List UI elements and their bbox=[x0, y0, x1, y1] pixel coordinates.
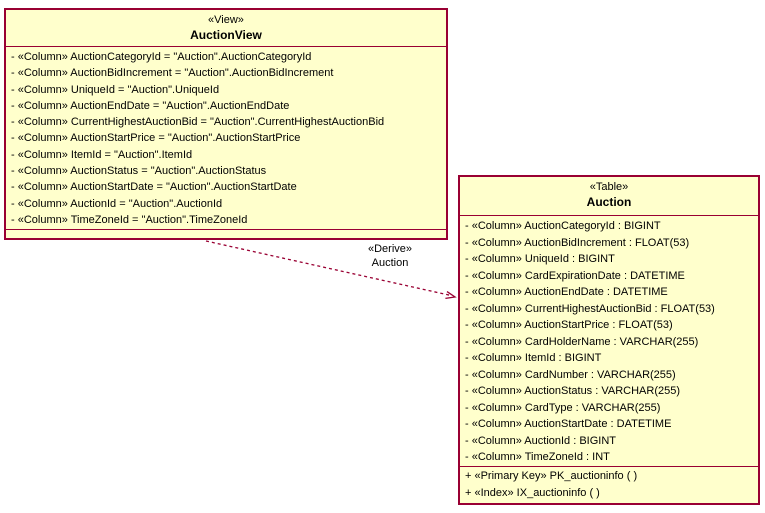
table-key-row: + «Index» IX_auctioninfo ( ) bbox=[465, 486, 600, 499]
table-column-row: - «Column» ItemId : BIGINT bbox=[465, 352, 602, 364]
view-column-row: - «Column» AuctionStartPrice = "Auction"… bbox=[11, 132, 301, 145]
view-column-row: - «Column» AuctionStartDate = "Auction".… bbox=[11, 181, 297, 194]
table-columns-compartment: - «Column» AuctionCategoryId : BIGINT - … bbox=[460, 216, 758, 467]
view-entity-auctionview[interactable]: «View» AuctionView - «Column» AuctionCat… bbox=[4, 8, 448, 240]
table-column-row: - «Column» AuctionStartDate : DATETIME bbox=[465, 418, 672, 430]
view-columns-compartment: - «Column» AuctionCategoryId = "Auction"… bbox=[6, 47, 446, 230]
view-column-row: - «Column» AuctionEndDate = "Auction".Au… bbox=[11, 99, 290, 112]
table-column-row: - «Column» UniqueId : BIGINT bbox=[465, 253, 615, 265]
table-column-row: - «Column» CardExpirationDate : DATETIME bbox=[465, 269, 685, 282]
view-column-row: - «Column» UniqueId = "Auction".UniqueId bbox=[11, 83, 220, 96]
table-column-row: - «Column» AuctionId : BIGINT bbox=[465, 434, 617, 447]
table-column-row: - «Column» TimeZoneId : INT bbox=[465, 451, 610, 463]
table-column-row: - «Column» AuctionBidIncrement : FLOAT(5… bbox=[465, 236, 690, 249]
view-entity-header: «View» AuctionView bbox=[6, 10, 446, 47]
table-column-row: - «Column» CurrentHighestAuctionBid : FL… bbox=[465, 302, 715, 315]
table-column-row: - «Column» CardNumber : VARCHAR(255) bbox=[465, 368, 676, 381]
table-key-row: + «Primary Key» PK_auctioninfo ( ) bbox=[465, 470, 638, 482]
view-column-row: - «Column» CurrentHighestAuctionBid = "A… bbox=[11, 116, 385, 129]
view-column-row: - «Column» ItemId = "Auction".ItemId bbox=[11, 148, 193, 161]
view-entity-name: AuctionView bbox=[190, 28, 262, 42]
derive-connector-label: «Derive» Auction bbox=[340, 243, 440, 270]
table-stereotype: «Table» bbox=[589, 181, 629, 193]
view-empty-compartment bbox=[6, 230, 446, 238]
derive-connector-arrowhead-icon bbox=[445, 291, 457, 300]
view-column-row: - «Column» AuctionCategoryId = "Auction"… bbox=[11, 51, 312, 63]
table-column-row: - «Column» AuctionCategoryId : BIGINT bbox=[465, 220, 661, 232]
table-entity-name: Auction bbox=[586, 195, 632, 209]
table-entity-header: «Table» Auction bbox=[460, 177, 758, 216]
derive-label-text: Auction bbox=[371, 256, 409, 269]
view-column-row: - «Column» AuctionBidIncrement = "Auctio… bbox=[11, 67, 334, 80]
derive-stereotype: «Derive» bbox=[367, 243, 413, 255]
table-column-row: - «Column» AuctionEndDate : DATETIME bbox=[465, 286, 668, 298]
table-entity-auction[interactable]: «Table» Auction - «Column» AuctionCatego… bbox=[458, 175, 760, 505]
table-column-row: - «Column» CardType : VARCHAR(255) bbox=[465, 401, 661, 414]
view-stereotype: «View» bbox=[208, 14, 244, 26]
table-keys-compartment: + «Primary Key» PK_auctioninfo ( ) + «In… bbox=[460, 467, 758, 503]
table-column-row: - «Column» AuctionStatus : VARCHAR(255) bbox=[465, 385, 680, 397]
view-column-row: - «Column» AuctionStatus = "Auction".Auc… bbox=[11, 165, 267, 178]
view-column-row: - «Column» TimeZoneId = "Auction".TimeZo… bbox=[11, 213, 248, 226]
table-column-row: - «Column» AuctionStartPrice : FLOAT(53) bbox=[465, 319, 673, 331]
table-column-row: - «Column» CardHolderName : VARCHAR(255) bbox=[465, 335, 699, 348]
view-column-row: - «Column» AuctionId = "Auction".Auction… bbox=[11, 197, 223, 210]
